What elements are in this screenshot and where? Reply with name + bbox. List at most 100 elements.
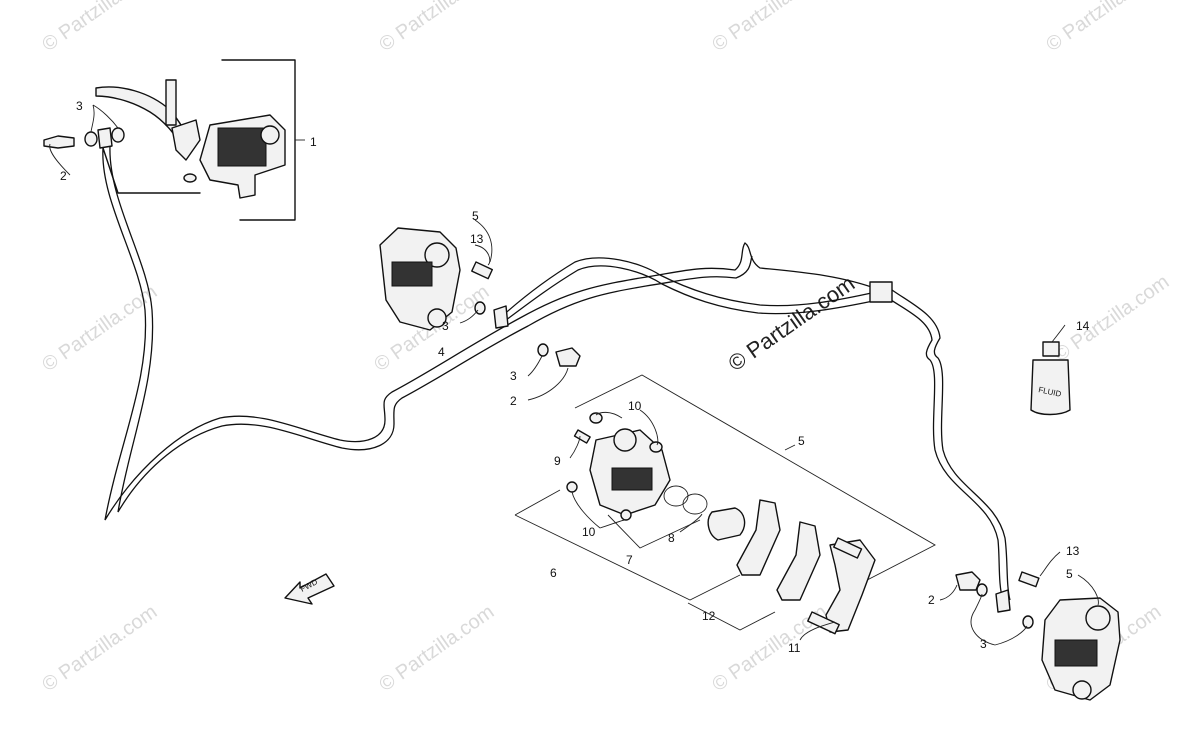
crush-washer xyxy=(976,583,988,597)
caliper-piston xyxy=(1085,605,1111,631)
brake-hose-right xyxy=(884,295,1004,601)
o-ring xyxy=(649,441,663,453)
callout-number: 5 xyxy=(472,209,479,223)
caliper-bore xyxy=(613,428,637,452)
leader-line xyxy=(569,435,581,459)
watermark: © Partzilla.com xyxy=(1042,0,1165,56)
callout-number: 4 xyxy=(438,345,445,359)
watermark: © Partzilla.com xyxy=(1050,271,1173,366)
master-cylinder-assembly xyxy=(43,59,305,221)
bottle-body xyxy=(1030,359,1071,416)
piston-seal xyxy=(682,493,708,515)
callout-number: 3 xyxy=(442,319,449,333)
leader-line xyxy=(102,147,201,194)
leader-line xyxy=(595,409,659,446)
leader-line xyxy=(459,309,479,324)
o-ring xyxy=(620,509,632,521)
bracket-6 xyxy=(514,489,741,601)
watermark: © Partzilla.com xyxy=(375,601,498,696)
bottle-cap xyxy=(1042,341,1060,357)
upper-caliper-assembly xyxy=(379,219,581,401)
watermark: © Partzilla.com xyxy=(38,0,161,56)
callout-layer: 1 2 3 5 13 3 4 3 2 10 9 5 10 8 7 6 12 11… xyxy=(60,99,1090,655)
callout-number: 13 xyxy=(470,232,484,246)
watermark: © Partzilla.com xyxy=(708,0,831,56)
brake-pad xyxy=(776,521,821,601)
leader-line xyxy=(1039,551,1061,577)
callout-number: 11 xyxy=(788,641,801,655)
crush-washer xyxy=(111,127,125,143)
brake-hose-center-lower xyxy=(497,265,879,327)
o-ring xyxy=(589,412,603,424)
leader-line xyxy=(571,491,626,529)
exploded-caliper-assembly xyxy=(514,374,936,641)
brake-hose-right-inner xyxy=(891,289,1011,601)
caliper-piston xyxy=(427,308,447,328)
watermark: © Partzilla.com xyxy=(38,601,161,696)
brake-hose-center-upper xyxy=(499,257,877,319)
callout-number: 12 xyxy=(702,609,716,623)
leader-line xyxy=(474,219,493,263)
leader-line xyxy=(49,143,71,176)
reservoir-cap xyxy=(217,127,267,167)
callout-number: 14 xyxy=(1076,319,1090,333)
callout-number: 10 xyxy=(582,525,596,539)
callout-number: 13 xyxy=(1066,544,1080,558)
leader-line xyxy=(679,513,703,533)
callout-number: 3 xyxy=(510,369,517,383)
bleeder-screw xyxy=(573,429,591,444)
leader-line xyxy=(527,367,569,401)
callout-number: 9 xyxy=(554,454,561,468)
slide-pin xyxy=(807,611,840,635)
brake-hose-left xyxy=(102,147,881,521)
callout-number: 5 xyxy=(798,434,805,448)
leader-line xyxy=(474,244,491,266)
bracket-7 xyxy=(607,514,701,549)
callout-number: 6 xyxy=(550,566,557,580)
caliper-piston xyxy=(424,242,450,268)
caliper-piston xyxy=(707,507,746,541)
banjo-bolt xyxy=(555,347,581,367)
slide-pin xyxy=(833,537,863,559)
bracket-12 xyxy=(687,602,776,631)
callout-number: 3 xyxy=(980,637,987,651)
caliper-bolt xyxy=(471,261,494,280)
leader-line xyxy=(90,104,119,133)
leader-line xyxy=(939,584,958,601)
hose-clamp xyxy=(869,281,893,303)
caliper-bracket xyxy=(825,539,876,633)
lever-pivot xyxy=(171,119,201,161)
fwd-arrow-shape xyxy=(284,573,335,605)
leader-line xyxy=(799,621,836,641)
caliper-bolt xyxy=(1018,571,1040,588)
callout-number: 8 xyxy=(668,531,675,545)
bracket-5 xyxy=(574,374,936,596)
callout-number: 7 xyxy=(626,553,633,567)
brake-hose-layer xyxy=(102,145,1011,601)
banjo-fitting xyxy=(995,589,1011,613)
caliper-piston xyxy=(1072,680,1092,700)
fwd-arrow: FWD xyxy=(284,573,335,605)
brake-pad xyxy=(736,499,781,576)
fitting xyxy=(260,125,280,145)
callout-number: 2 xyxy=(928,593,935,607)
callout-number: 10 xyxy=(628,399,642,413)
brake-fluid-bottle: FLUID xyxy=(1030,324,1071,416)
caliper-window xyxy=(611,467,653,491)
crush-washer xyxy=(537,343,549,357)
leader-line xyxy=(784,444,796,451)
piston-seal xyxy=(663,485,689,507)
banjo-bolt xyxy=(43,135,75,149)
lower-caliper-assembly xyxy=(939,551,1121,701)
banjo-bolt xyxy=(955,571,981,591)
leader-line xyxy=(1051,324,1066,343)
callout-number: 2 xyxy=(510,394,517,408)
leader-line xyxy=(1077,574,1099,606)
crush-washer xyxy=(84,131,98,147)
watermark-center: © Partzilla.com xyxy=(724,271,860,377)
callout-number: 3 xyxy=(76,99,83,113)
watermark: © Partzilla.com xyxy=(375,0,498,56)
banjo-fitting xyxy=(97,127,113,149)
